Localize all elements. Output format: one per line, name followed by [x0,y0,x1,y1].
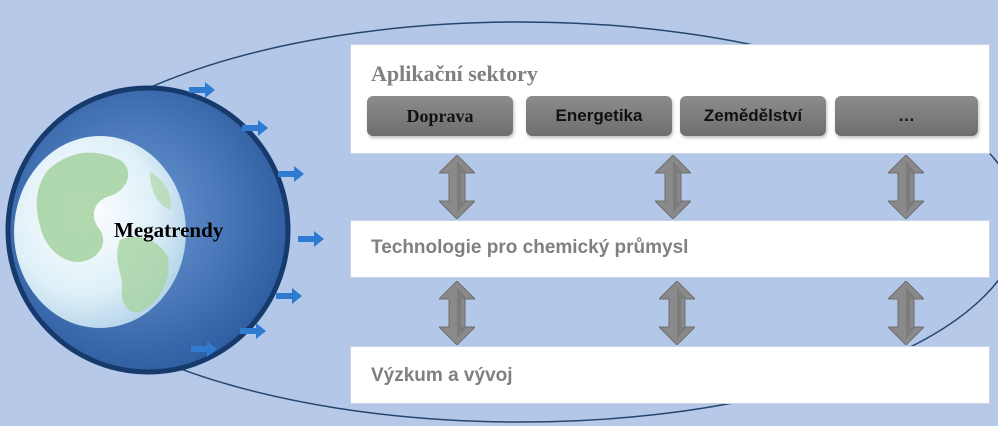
right-arrow-icon [191,341,217,357]
sector-energetika: Energetika [526,96,672,136]
double-vertical-arrow-icon [888,155,924,219]
globe-icon [14,136,186,328]
sector-more: … [835,96,978,136]
right-arrow-icon [240,323,266,339]
sector-doprava: Doprava [367,96,513,136]
research-title: Výzkum a vývoj [371,365,513,386]
technology-title: Technologie pro chemický průmysl [371,237,689,258]
double-vertical-arrow-icon [888,281,924,345]
right-arrow-icon [278,166,304,182]
application-sectors-title: Aplikační sektory [371,61,538,86]
right-arrow-icon [276,288,302,304]
megatrends-label: Megatrendy [114,218,224,242]
right-arrow-icon [298,231,324,247]
sector-zemedelstvi: Zemědělství [680,96,826,136]
double-vertical-arrow-icon [439,155,475,219]
double-vertical-arrow-icon [439,281,475,345]
right-arrow-icon [242,120,268,136]
right-arrow-icon [189,82,215,98]
double-vertical-arrow-icon [659,281,695,345]
research-box: Výzkum a vývoj [350,346,990,404]
technology-box: Technologie pro chemický průmysl [350,220,990,278]
double-vertical-arrow-icon [655,155,691,219]
